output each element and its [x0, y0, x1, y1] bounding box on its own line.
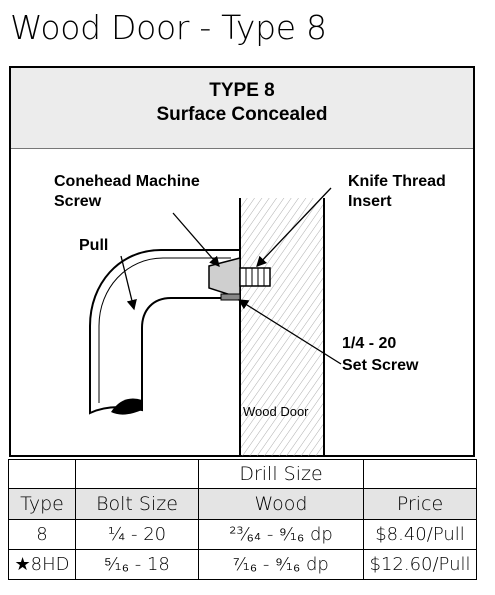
label-knife-1: Knife Thread [348, 173, 446, 190]
cell-type: 8 [8, 519, 76, 550]
spec-blank-cell [8, 459, 76, 489]
label-pull: Pull [79, 237, 108, 254]
cell-wood: ²³⁄₆₄ - ⁹⁄₁₆ dp [198, 519, 364, 550]
column-header-price: Price [363, 488, 477, 520]
column-header-bolt-size: Bolt Size [75, 488, 199, 520]
pull-body [89, 249, 241, 415]
knife-thread-insert [239, 267, 271, 287]
spec-table: Drill Size Type Bolt Size Wood Price 8 ¼… [8, 459, 477, 580]
cell-wood: ⁷⁄₁₆ - ⁹⁄₁₆ dp [198, 549, 364, 580]
diagram-heading-style: Surface Concealed [156, 104, 328, 125]
cell-bolt-size: ⁵⁄₁₆ - 18 [75, 549, 199, 580]
label-set-screw: Set Screw [342, 357, 419, 374]
spec-blank-cell [363, 459, 477, 489]
cell-price: $12.60/Pull [363, 549, 477, 580]
column-header-wood: Wood [198, 488, 364, 520]
drill-size-header: Drill Size [198, 459, 364, 489]
page-title: Wood Door - Type 8 [10, 8, 327, 47]
label-conehead-1: Conehead Machine [54, 173, 200, 190]
cell-type: ★8HD [8, 549, 76, 580]
label-wood-door: Wood Door [243, 404, 309, 419]
spec-blank-cell [75, 459, 199, 489]
table-row: ★8HD ⁵⁄₁₆ - 18 ⁷⁄₁₆ - ⁹⁄₁₆ dp $12.60/Pul… [8, 549, 477, 580]
diagram-heading-type: TYPE 8 [209, 80, 275, 101]
label-knife-2: Insert [348, 193, 392, 210]
label-set-screw-size: 1/4 - 20 [342, 335, 396, 352]
set-screw [220, 293, 241, 301]
column-header-type: Type [8, 488, 76, 520]
label-conehead-2: Screw [54, 193, 102, 210]
hardware-diagram: Conehead Machine Screw Knife Thread Inse… [54, 173, 446, 456]
pull-end-cap [111, 398, 142, 415]
cell-price: $8.40/Pull [363, 519, 477, 550]
diagram-panel: TYPE 8 Surface Concealed [9, 66, 475, 457]
cell-bolt-size: ¼ - 20 [75, 519, 199, 550]
diagram-header: TYPE 8 Surface Concealed [11, 68, 473, 149]
table-row: 8 ¼ - 20 ²³⁄₆₄ - ⁹⁄₁₆ dp $8.40/Pull [8, 519, 477, 550]
